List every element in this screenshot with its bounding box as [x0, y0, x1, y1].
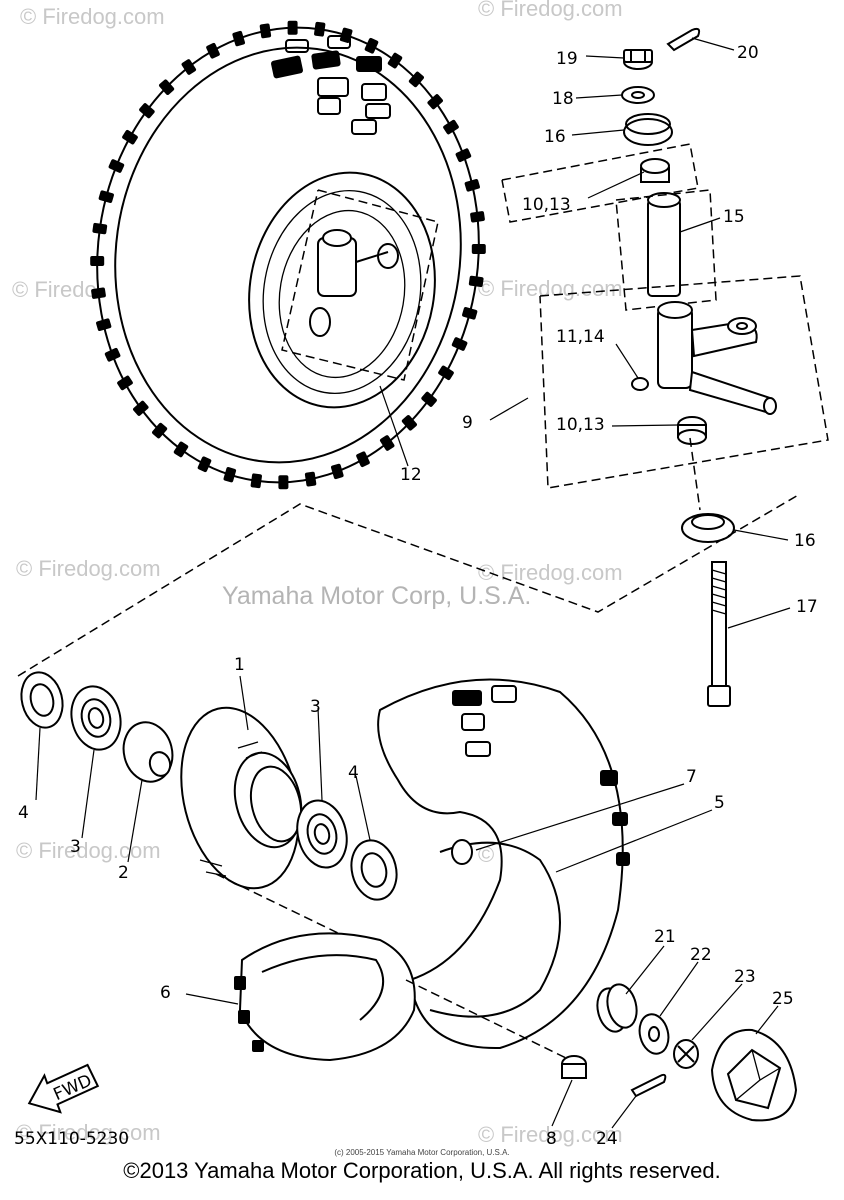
- knuckle-exploded: [501, 27, 829, 707]
- label-part-9: 9: [462, 413, 473, 433]
- label-part-10-13: 10,13: [522, 195, 571, 215]
- label-part-15: 15: [723, 207, 745, 227]
- label-part-3: 3: [70, 837, 81, 857]
- tread-block: [379, 435, 395, 451]
- watermark-firedog: © Firedog.com: [16, 838, 161, 863]
- tread-block: [96, 318, 112, 331]
- tread-block: [356, 451, 370, 467]
- label-part-4: 4: [348, 763, 359, 783]
- label-part-5: 5: [714, 793, 725, 813]
- tread-block: [173, 441, 189, 458]
- label-part-7: 7: [686, 767, 697, 787]
- tread-block: [108, 159, 125, 173]
- tread-block: [91, 287, 106, 299]
- tread-block: [159, 79, 175, 95]
- tread-block: [133, 400, 149, 416]
- tread-block: [232, 30, 245, 47]
- tread-block: [90, 255, 105, 267]
- tread-block: [438, 365, 454, 381]
- tire-lower: [234, 678, 630, 1079]
- leader-lines: [35, 37, 791, 1129]
- tread-block: [462, 307, 478, 320]
- tread-block: [181, 59, 197, 75]
- watermark-firedog: © Firedog.com: [478, 276, 623, 301]
- watermark-firedog: © Firedog.com: [478, 1122, 623, 1147]
- tread-block: [470, 211, 485, 223]
- label-part-8: 8: [546, 1129, 557, 1149]
- tread-block: [464, 179, 480, 192]
- label-part-4: 4: [18, 803, 29, 823]
- tread-block: [139, 103, 155, 119]
- hub-exploded: [17, 493, 801, 935]
- part-labels: 19 20 18 16 10,13 15 11,14 9 10,13 12 16…: [14, 43, 818, 1149]
- tread-block: [401, 415, 417, 431]
- label-part-16: 16: [544, 127, 566, 147]
- tread-block: [122, 129, 138, 145]
- tread-block: [331, 463, 344, 480]
- tread-block: [117, 375, 133, 391]
- label-part-25: 25: [772, 989, 794, 1009]
- axle-hardware: [596, 983, 798, 1122]
- tread-block: [408, 71, 424, 88]
- copyright-notice: ©2013 Yamaha Motor Corporation, U.S.A. A…: [123, 1158, 721, 1183]
- label-part-12: 12: [400, 465, 422, 485]
- tread-block: [364, 38, 379, 54]
- tread-block: [451, 337, 468, 351]
- watermark-firedog: © Firedog.com: [16, 556, 161, 581]
- tread-block: [304, 471, 317, 487]
- watermarks: © Firedog.com © Firedog.com © Firedog.co…: [12, 0, 623, 1147]
- label-part-24: 24: [596, 1129, 618, 1149]
- label-part-6: 6: [160, 983, 171, 1003]
- tread-block: [314, 21, 326, 37]
- tread-block: [387, 52, 403, 69]
- label-part-17: 17: [796, 597, 818, 617]
- label-part-18: 18: [552, 89, 574, 109]
- label-part-21: 21: [654, 927, 676, 947]
- label-part-1: 1: [234, 655, 245, 675]
- small-credit: (c) 2005-2015 Yamaha Motor Corporation, …: [334, 1148, 510, 1157]
- fwd-arrow: FWD: [27, 1063, 100, 1114]
- label-part-16: 16: [794, 531, 816, 551]
- tread-block: [468, 275, 484, 288]
- tread-block: [197, 456, 212, 472]
- diagram-code: 55X110-5230: [14, 1129, 129, 1149]
- wheel-assembly-upper: [90, 20, 486, 490]
- label-part-23: 23: [734, 967, 756, 987]
- watermark-firedog: © Firedog.com: [478, 0, 623, 21]
- tread-block: [250, 473, 262, 489]
- watermark-firedog: © Firedog.com: [20, 4, 165, 29]
- label-part-19: 19: [556, 49, 578, 69]
- tread-block: [471, 243, 486, 255]
- watermark-firedog: © Firedog.com: [16, 1120, 161, 1145]
- watermark-yamaha: Yamaha Motor Corp, U.S.A.: [222, 582, 531, 610]
- tread-block: [443, 119, 459, 135]
- label-part-2: 2: [118, 863, 129, 883]
- label-part-3: 3: [310, 697, 321, 717]
- tread-block: [287, 20, 298, 35]
- label-part-11-14: 11,14: [556, 327, 605, 347]
- label-part-20: 20: [737, 43, 759, 63]
- tread-block: [206, 43, 220, 59]
- tread-block: [421, 391, 437, 407]
- tread-block: [278, 475, 289, 490]
- tread-block: [104, 347, 121, 362]
- tread-block: [259, 23, 272, 39]
- label-part-22: 22: [690, 945, 712, 965]
- watermark-firedog: © Firedog.com: [478, 560, 623, 585]
- tread-block: [92, 222, 108, 235]
- tread-block: [152, 422, 168, 439]
- tread-block: [427, 94, 443, 110]
- tread-block: [98, 190, 114, 203]
- tread-block: [223, 467, 237, 483]
- tread-block: [455, 148, 472, 163]
- label-part-10-13: 10,13: [556, 415, 605, 435]
